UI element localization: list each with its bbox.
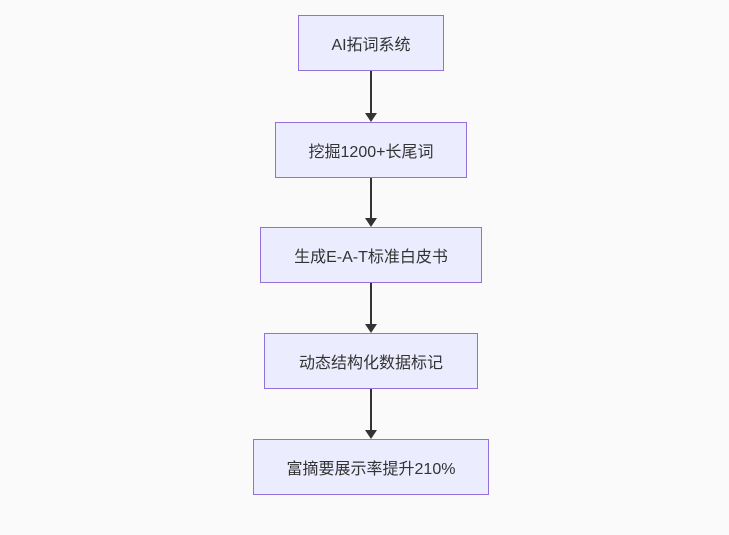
arrow-down-1 [365, 71, 377, 122]
arrow-shaft [370, 71, 372, 113]
arrow-down-3 [365, 283, 377, 333]
flow-node-ai-keyword-system: AI拓词系统 [298, 15, 444, 71]
flow-node-rich-snippet-result: 富摘要展示率提升210% [253, 439, 489, 495]
arrow-shaft [370, 389, 372, 430]
arrowhead-icon [365, 324, 377, 333]
arrow-shaft [370, 178, 372, 218]
arrowhead-icon [365, 430, 377, 439]
arrowhead-icon [365, 218, 377, 227]
arrow-down-4 [365, 389, 377, 439]
flow-node-label: 富摘要展示率提升210% [286, 461, 456, 478]
flow-node-structured-data-markup: 动态结构化数据标记 [264, 333, 478, 389]
flow-node-label: 挖掘1200+长尾词 [308, 144, 434, 161]
flow-node-label: AI拓词系统 [331, 37, 411, 54]
flow-node-label: 动态结构化数据标记 [298, 355, 443, 372]
arrow-down-2 [365, 178, 377, 227]
arrow-shaft [370, 283, 372, 324]
arrowhead-icon [365, 113, 377, 122]
flow-node-eat-whitepaper: 生成E-A-T标准白皮书 [260, 227, 482, 283]
flow-node-longtail-mining: 挖掘1200+长尾词 [275, 122, 467, 178]
flow-node-label: 生成E-A-T标准白皮书 [294, 249, 448, 266]
